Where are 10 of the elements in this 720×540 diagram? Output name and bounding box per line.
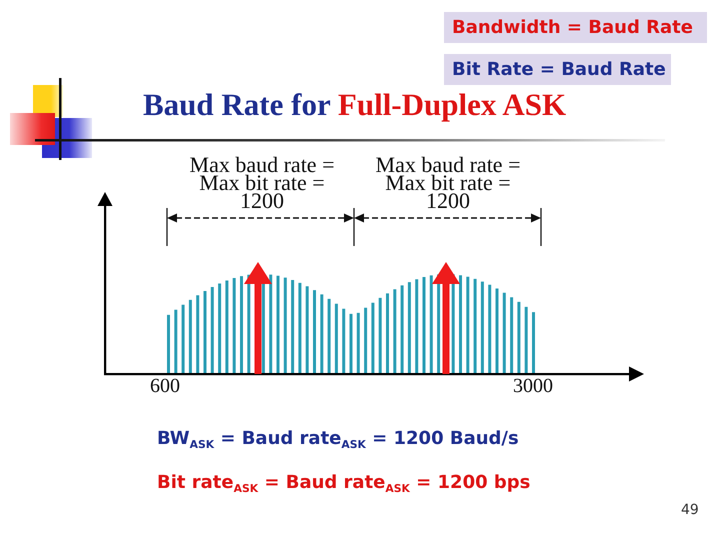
formula-note: Bandwidth = Baud Rate: [444, 12, 707, 43]
axis-tick-label: 600: [150, 375, 180, 398]
slide-title: Baud Rate for Full-Duplex ASK: [143, 86, 566, 124]
axis-tick-label: 3000: [513, 375, 553, 398]
formula-note: Bit Rate = Baud Rate: [444, 54, 671, 85]
page-number: 49: [681, 502, 699, 518]
dimension-label: Max baud rate = Max bit rate = 1200: [374, 156, 522, 210]
formula-text: BW$_{ASK}$ = Baud rate$_{ASK}$ = 1200 Baud/s: [157, 428, 519, 449]
formula-text: Bit rate$_{ASK}$ = Baud rate$_{ASK}$ = 1200 bps: [157, 472, 530, 493]
dimension-label: Max baud rate = Max bit rate = 1200: [188, 156, 336, 210]
